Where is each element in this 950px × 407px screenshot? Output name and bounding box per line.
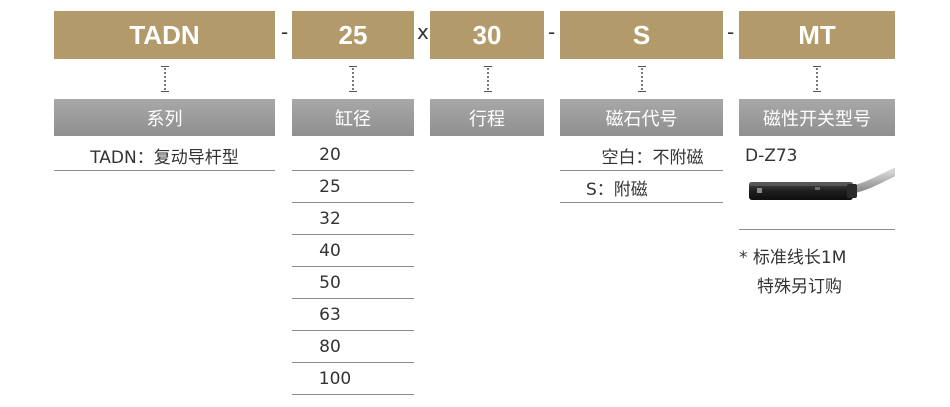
connector-bore bbox=[349, 66, 357, 92]
bore-item: 50 bbox=[292, 268, 414, 299]
header-switch: 磁性开关型号 bbox=[739, 99, 895, 136]
bore-item: 40 bbox=[292, 236, 414, 267]
switch-model: D-Z73 bbox=[745, 146, 798, 166]
separator-dash-2: - bbox=[548, 20, 556, 44]
code-stroke: 30 bbox=[430, 11, 544, 59]
header-series: 系列 bbox=[54, 99, 275, 136]
switch-divider bbox=[739, 229, 895, 230]
bore-item: 20 bbox=[292, 140, 414, 171]
separator-dash-1: - bbox=[281, 20, 289, 44]
header-magnet: 磁石代号 bbox=[560, 99, 723, 136]
header-bore: 缸径 bbox=[292, 99, 414, 136]
code-series: TADN bbox=[54, 11, 275, 59]
bore-item: 32 bbox=[292, 204, 414, 235]
series-item: TADN：复动导杆型 bbox=[54, 140, 275, 171]
connector-series bbox=[161, 66, 169, 92]
code-magnet: S bbox=[560, 11, 723, 59]
bore-item: 63 bbox=[292, 300, 414, 331]
magnetic-switch-sensor-icon bbox=[749, 168, 899, 200]
connector-switch bbox=[813, 66, 821, 92]
header-stroke: 行程 bbox=[430, 99, 544, 136]
bore-item: 80 bbox=[292, 332, 414, 363]
switch-note-line2: 特殊另订购 bbox=[757, 277, 842, 297]
switch-product-image bbox=[745, 166, 899, 214]
code-switch: MT bbox=[739, 11, 895, 59]
separator-dash-3: - bbox=[727, 20, 735, 44]
magnet-item: S：附磁 bbox=[560, 172, 723, 203]
magnet-item: 空白：不附磁 bbox=[560, 140, 723, 171]
bore-item: 25 bbox=[292, 172, 414, 203]
code-bore: 25 bbox=[292, 11, 414, 59]
switch-note-line1: * 标准线长1M bbox=[739, 248, 847, 268]
connector-magnet bbox=[638, 66, 646, 92]
separator-x: x bbox=[417, 20, 429, 44]
connector-stroke bbox=[484, 66, 492, 92]
bore-item: 100 bbox=[292, 364, 414, 395]
